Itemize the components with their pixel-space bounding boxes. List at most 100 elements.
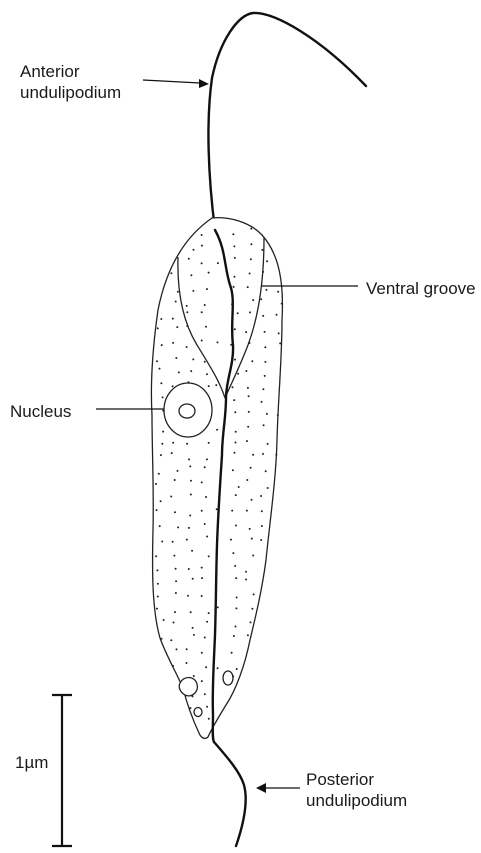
cytoplasm-dot xyxy=(261,525,263,527)
cytoplasm-dot xyxy=(155,555,157,557)
cytoplasm-dot xyxy=(234,328,236,330)
cytoplasm-dot xyxy=(157,596,159,598)
cytoplasm-dot xyxy=(235,431,237,433)
cytoplasm-dot xyxy=(201,234,203,236)
cytoplasm-dot xyxy=(277,414,279,416)
cytoplasm-dot xyxy=(186,539,188,541)
cytoplasm-dot xyxy=(201,567,203,569)
cytoplasm-dot xyxy=(251,608,253,610)
cytoplasm-dot xyxy=(217,262,219,264)
cytoplasm-dot xyxy=(230,539,232,541)
cytoplasm-dot xyxy=(248,411,250,413)
cytoplasm-dot xyxy=(190,480,192,482)
cytoplasm-dot xyxy=(175,568,177,570)
cytoplasm-dot xyxy=(235,626,237,628)
cytoplasm-dot xyxy=(266,413,268,415)
cytoplasm-dot xyxy=(186,648,188,650)
cytoplasm-dot xyxy=(249,273,251,275)
cytoplasm-dot xyxy=(233,635,235,637)
cytoplasm-dot xyxy=(206,288,208,290)
vacuole xyxy=(194,708,202,717)
cytoplasm-dot xyxy=(262,388,264,390)
cytoplasm-dot xyxy=(204,466,206,468)
cytoplasm-dot xyxy=(246,479,248,481)
cytoplasm-dot xyxy=(245,579,247,581)
cytoplasm-dot xyxy=(267,487,269,489)
cytoplasm-dot xyxy=(171,452,173,454)
cytoplasm-dot xyxy=(208,385,210,387)
cytoplasm-dot xyxy=(190,274,192,276)
cytoplasm-dot xyxy=(173,555,175,557)
cytoplasm-dot xyxy=(235,442,237,444)
cytoplasm-dot xyxy=(281,303,283,305)
cytoplasm-dot xyxy=(262,315,264,317)
cytoplasm-dot xyxy=(186,346,188,348)
cytoplasm-dot xyxy=(234,411,236,413)
posterior-undulipodium xyxy=(214,742,246,846)
cytoplasm-dot xyxy=(277,291,279,293)
cytoplasm-dot xyxy=(232,469,234,471)
anterior-leader xyxy=(143,80,200,83)
cytoplasm-dot xyxy=(201,311,203,313)
cytoplasm-dot xyxy=(190,370,192,372)
cytoplasm-dot xyxy=(188,381,190,383)
cytoplasm-dot xyxy=(201,481,203,483)
cytoplasm-dot xyxy=(217,667,219,669)
cytoplasm-dot xyxy=(193,675,195,677)
cytoplasm-dot xyxy=(246,440,248,442)
cytoplasm-dot xyxy=(236,597,238,599)
cytoplasm-dot xyxy=(279,342,281,344)
cytoplasm-dot xyxy=(247,634,249,636)
posterior-arrowhead xyxy=(256,783,266,793)
cytoplasm-dot xyxy=(174,511,176,513)
cytoplasm-dot xyxy=(206,621,208,623)
cytoplasm-dot xyxy=(172,665,174,667)
cytoplasm-dot xyxy=(159,525,161,527)
cytoplasm-dot xyxy=(276,314,278,316)
cytoplasm-dot xyxy=(161,541,163,543)
cytoplasm-dot xyxy=(174,479,176,481)
cytoplasm-dot xyxy=(278,332,280,334)
cytoplasm-dot xyxy=(252,454,254,456)
cytoplasm-dot xyxy=(206,536,208,538)
anterior-label-line1: Anterior xyxy=(20,61,121,82)
cytoplasm-dot xyxy=(172,318,174,320)
cytoplasm-dot xyxy=(156,569,158,571)
cytoplasm-dot xyxy=(262,271,264,273)
cytoplasm-dot xyxy=(206,458,208,460)
cytoplasm-dot xyxy=(176,648,178,650)
cytoplasm-dot xyxy=(192,695,194,697)
cytoplasm-dot xyxy=(206,373,208,375)
cytoplasm-dot xyxy=(156,360,158,362)
cytoplasm-dot xyxy=(204,693,206,695)
cytoplasm-dot xyxy=(187,595,189,597)
scale-bar xyxy=(52,695,72,846)
cytoplasm-dot xyxy=(157,327,159,329)
cytoplasm-dot xyxy=(191,550,193,552)
cytoplasm-dot xyxy=(186,305,188,307)
cytoplasm-dot xyxy=(234,452,236,454)
cytoplasm-dot xyxy=(172,442,174,444)
cytoplasm-dot xyxy=(236,668,238,670)
cytoplasm-dot xyxy=(160,382,162,384)
cytoplasm-dot xyxy=(160,454,162,456)
cytoplasm-dot xyxy=(176,326,178,328)
cytoplasm-dot xyxy=(192,358,194,360)
cytoplasm-dot xyxy=(172,385,174,387)
cytoplasm-dot xyxy=(245,370,247,372)
cytoplasm-dot xyxy=(260,495,262,497)
cytoplasm-dot xyxy=(264,361,266,363)
cytoplasm-dot xyxy=(177,526,179,528)
cytoplasm-dot xyxy=(158,473,160,475)
cytoplasm-dot xyxy=(205,666,207,668)
cytoplasm-dot xyxy=(160,500,162,502)
cytoplasm-dot xyxy=(208,555,210,557)
cytoplasm-dot xyxy=(233,286,235,288)
anterior-label-line2: undulipodium xyxy=(20,82,121,103)
cytoplasm-dot xyxy=(178,371,180,373)
cytoplasm-dot xyxy=(174,611,176,613)
posterior-label-line2: undulipodium xyxy=(306,790,407,811)
cytoplasm-dot xyxy=(205,496,207,498)
cytoplasm-dot xyxy=(263,424,265,426)
